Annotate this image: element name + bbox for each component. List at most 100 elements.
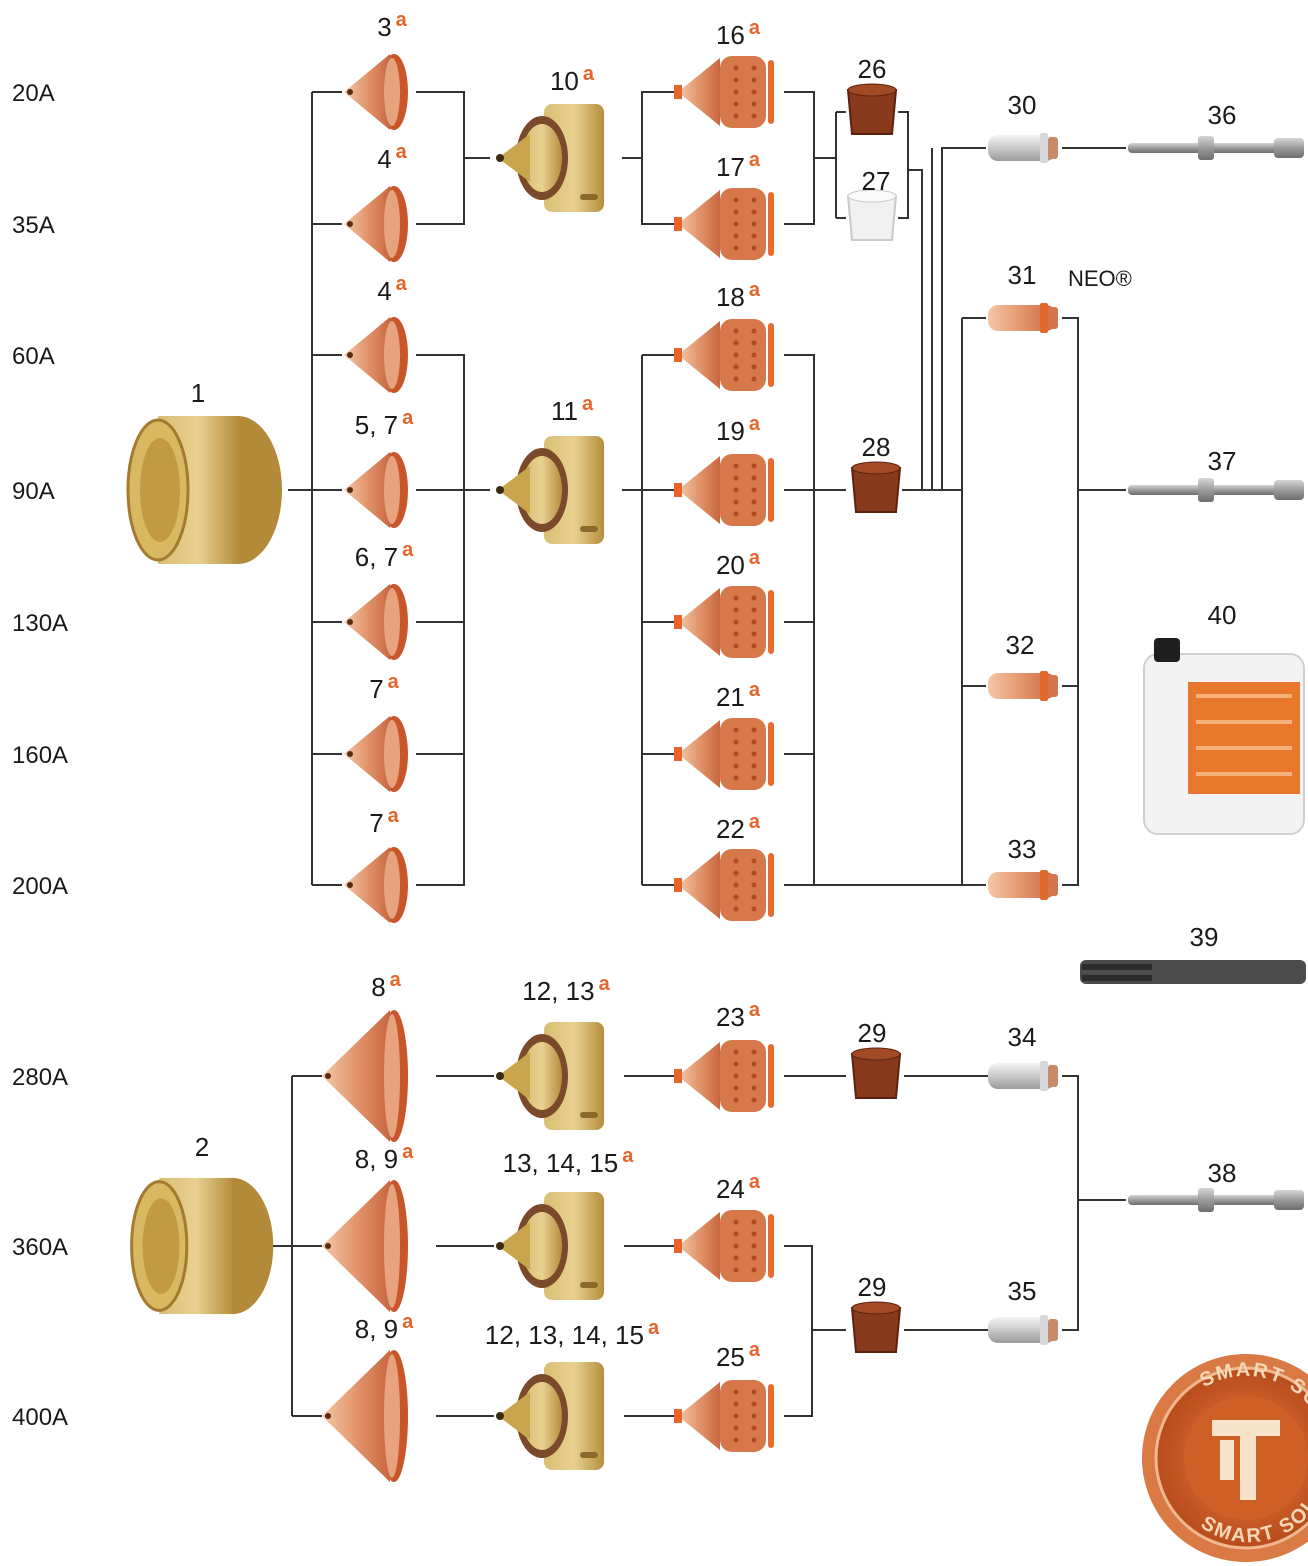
connector xyxy=(784,1246,846,1416)
superscript-a: a xyxy=(388,805,400,827)
superscript-a: a xyxy=(749,1339,761,1361)
part-20-nozzle-cap xyxy=(674,586,774,658)
part-number-label: 26 xyxy=(858,54,887,84)
part-number-label: 33 xyxy=(1008,834,1037,864)
connector xyxy=(416,355,490,885)
part-number-label: 4a xyxy=(377,141,407,174)
part-4-nozzle-small xyxy=(344,186,408,262)
part-16-nozzle-cap xyxy=(674,56,774,128)
superscript-a: a xyxy=(749,149,761,171)
amperage-label: 200A xyxy=(12,873,68,900)
connector xyxy=(624,1076,676,1416)
part-number-label: 35 xyxy=(1008,1276,1037,1306)
superscript-a: a xyxy=(749,1171,761,1193)
superscript-a: a xyxy=(402,407,414,429)
neo-label: NEO® xyxy=(1068,266,1132,291)
amperage-label: 20A xyxy=(12,80,55,107)
part-number-label: 27 xyxy=(862,166,891,196)
part-18-nozzle-cap xyxy=(674,319,774,391)
amperage-label: 60A xyxy=(12,343,55,370)
part-8-9-nozzle-large xyxy=(322,1180,408,1312)
part-28-swirl-dark xyxy=(852,462,900,512)
part-number-label: 29 xyxy=(858,1018,887,1048)
part-number-label: 31 xyxy=(1008,260,1037,290)
part-26-swirl-dark xyxy=(848,84,896,134)
part-8-9-nozzle-large xyxy=(322,1350,408,1482)
part-22-nozzle-cap xyxy=(674,849,774,921)
part-12-13-14-15-retainer xyxy=(496,1362,604,1470)
superscript-a: a xyxy=(749,413,761,435)
superscript-a: a xyxy=(402,539,414,561)
part-32-electrode-copper xyxy=(988,671,1058,701)
connector xyxy=(1062,318,1126,885)
connector xyxy=(622,355,676,885)
part-39-tool xyxy=(1080,960,1306,984)
connector xyxy=(416,92,490,224)
part-37-tube xyxy=(1128,478,1304,502)
amperage-label: 360A xyxy=(12,1234,68,1261)
part-12-13-retainer xyxy=(496,1022,604,1130)
part-13-14-15-retainer xyxy=(496,1192,604,1300)
superscript-a: a xyxy=(582,393,594,415)
connector xyxy=(622,92,676,224)
superscript-a: a xyxy=(648,1317,660,1339)
superscript-a: a xyxy=(749,17,761,39)
part-number-label: 12, 13a xyxy=(522,973,610,1006)
part-number-label: 2 xyxy=(195,1132,209,1162)
amperage-label: 160A xyxy=(12,742,68,769)
superscript-a: a xyxy=(396,141,408,163)
connector xyxy=(784,355,846,885)
part-number-label: 30 xyxy=(1008,90,1037,120)
part-number-label: 34 xyxy=(1008,1022,1037,1052)
superscript-a: a xyxy=(749,999,761,1021)
connector xyxy=(272,1076,322,1416)
part-30-electrode-silver xyxy=(988,133,1058,163)
superscript-a: a xyxy=(749,547,761,569)
part-7-nozzle-small xyxy=(344,716,408,792)
part-34-electrode-silver xyxy=(988,1061,1058,1091)
part-21-nozzle-cap xyxy=(674,718,774,790)
amperage-label: 35A xyxy=(12,212,55,239)
part-5-7-nozzle-small xyxy=(344,452,408,528)
part-1-brass-cap xyxy=(128,416,282,564)
part-number-label: 37 xyxy=(1208,446,1237,476)
superscript-a: a xyxy=(749,811,761,833)
part-number-label: 28 xyxy=(862,432,891,462)
superscript-a: a xyxy=(749,279,761,301)
part-19-nozzle-cap xyxy=(674,454,774,526)
connector xyxy=(836,112,846,218)
superscript-a: a xyxy=(402,1311,414,1333)
part-8-nozzle-large xyxy=(322,1010,408,1142)
superscript-a: a xyxy=(402,1141,414,1163)
connector xyxy=(962,318,986,885)
part-36-tube xyxy=(1128,136,1304,160)
part-40-canister xyxy=(1144,638,1304,834)
part-6-7-nozzle-small xyxy=(344,584,408,660)
part-4-nozzle-small xyxy=(344,317,408,393)
amperage-label: 90A xyxy=(12,478,55,505)
part-11-retainer xyxy=(496,436,604,544)
part-33-electrode-copper xyxy=(988,870,1058,900)
superscript-a: a xyxy=(388,671,400,693)
connector xyxy=(1062,1076,1126,1330)
